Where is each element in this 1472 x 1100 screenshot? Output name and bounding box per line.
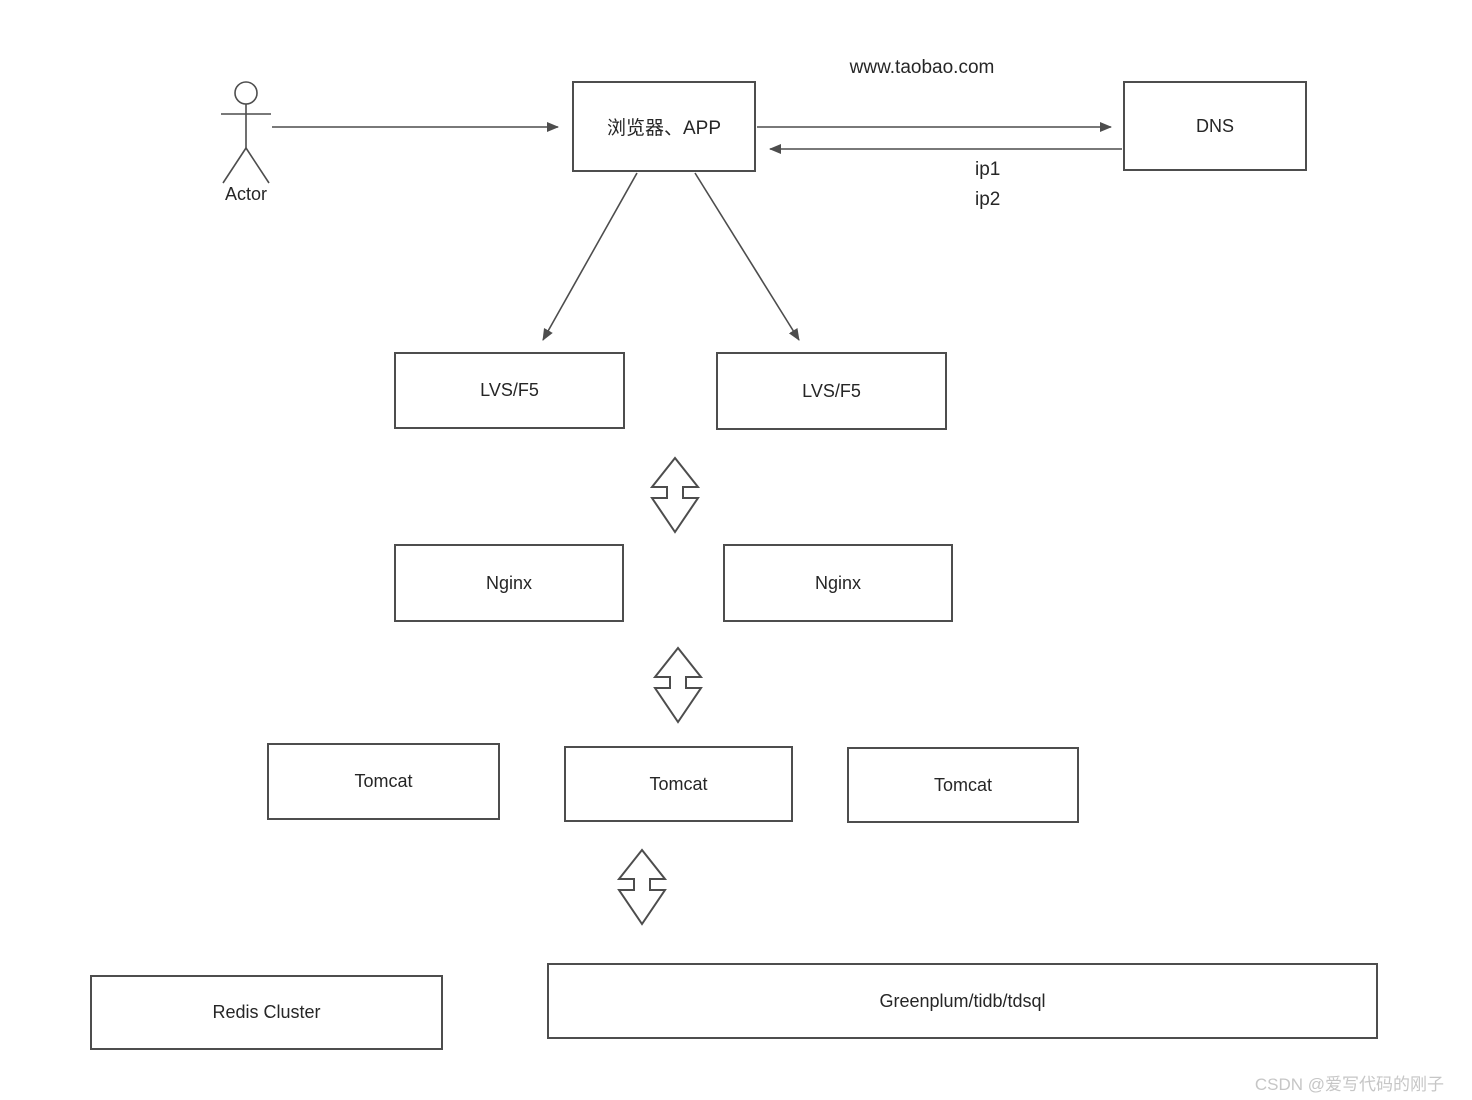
node-tomcat-center: Tomcat <box>564 746 793 822</box>
node-nginx-right: Nginx <box>723 544 953 622</box>
ip1-label: ip1 <box>975 159 1001 180</box>
bidirectional-arrow-icon-lvs-nginx <box>649 456 701 534</box>
node-browser-app: 浏览器、APP <box>572 81 756 172</box>
node-nginx-left: Nginx <box>394 544 624 622</box>
actor-label: Actor <box>224 184 267 204</box>
node-lvs-right: LVS/F5 <box>716 352 947 430</box>
arrow-browser-to-lvs-right <box>694 172 800 341</box>
actor-icon <box>221 81 271 184</box>
node-tomcat-right: Tomcat <box>847 747 1079 823</box>
bidirectional-arrow-icon-tomcat-db <box>616 848 668 926</box>
node-tomcat-left: Tomcat <box>267 743 500 820</box>
node-database: Greenplum/tidb/tdsql <box>547 963 1378 1039</box>
csdn-watermark: CSDN @爱写代码的刚子 <box>1254 1075 1444 1094</box>
node-dns: DNS <box>1123 81 1307 171</box>
arrow-browser-to-lvs-left <box>542 172 638 341</box>
bidirectional-arrow-icon-nginx-tomcat <box>652 646 704 724</box>
node-redis-cluster: Redis Cluster <box>90 975 443 1050</box>
node-lvs-left: LVS/F5 <box>394 352 625 429</box>
ip2-label: ip2 <box>975 189 1001 210</box>
domain-label: www.taobao.com <box>849 57 995 78</box>
